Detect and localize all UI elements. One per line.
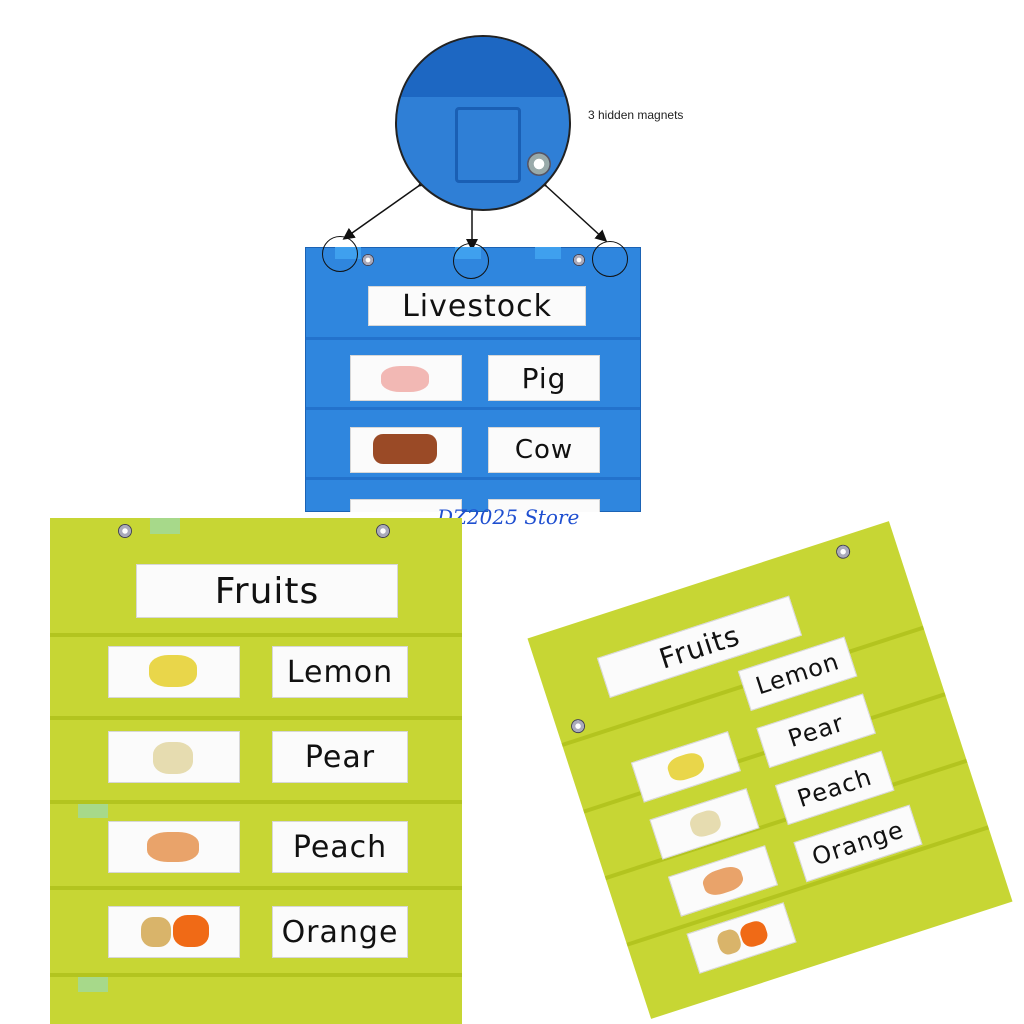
fruits-title: Fruits (214, 570, 320, 612)
peach-word-card: Peach (272, 821, 408, 873)
potato-picture (141, 917, 171, 947)
livestock-title: Livestock (402, 288, 552, 324)
grommet-icon (573, 254, 585, 266)
cow-picture-card (350, 427, 462, 473)
grommet-icon (569, 717, 587, 735)
orange-picture (737, 918, 770, 950)
lemon-word: Lemon (286, 654, 394, 690)
livestock-pocket-chart: Livestock Pig Cow (305, 247, 641, 512)
pig-word: Pig (521, 361, 567, 395)
livestock-title-card: Livestock (368, 286, 586, 326)
tilted-lemon-picture-card (630, 731, 741, 803)
lemon-picture (149, 655, 197, 687)
peach-word: Peach (292, 829, 388, 865)
lemon-picture (665, 749, 707, 784)
cow-word-card: Cow (488, 427, 600, 473)
peach-picture (700, 863, 746, 899)
orange-picture (173, 915, 209, 947)
cow-picture (373, 434, 437, 464)
fruits-pocket-chart: Fruits Lemon Pear Peach Orange (50, 518, 462, 1024)
pear-picture (153, 742, 193, 774)
pig-picture-card (350, 355, 462, 401)
tilted-peach-picture-card (667, 845, 778, 917)
grommet-icon (834, 542, 852, 561)
lemon-word-card: Lemon (272, 646, 408, 698)
pear-picture (687, 807, 724, 840)
tilted-lemon-word: Lemon (752, 647, 843, 701)
magnet-closeup (395, 35, 571, 211)
hidden-magnet-marker (453, 243, 489, 279)
pear-word-card: Pear (272, 731, 408, 783)
grommet-icon (118, 524, 132, 538)
tilted-orange-picture-card (686, 902, 797, 974)
lemon-picture-card (108, 646, 240, 698)
grommet-icon (527, 152, 551, 176)
magnet-caption: 3 hidden magnets (588, 108, 684, 122)
grommet-icon (362, 254, 374, 266)
tilted-pear-picture-card (649, 788, 760, 860)
tilted-fruits-title: Fruits (655, 618, 744, 676)
tilted-peach-word: Peach (793, 762, 876, 814)
orange-picture-card (108, 906, 240, 958)
pear-word: Pear (304, 739, 376, 775)
tilted-peach-word-card: Peach (774, 750, 895, 826)
hidden-magnet-marker (592, 241, 628, 277)
hidden-magnet-marker (322, 236, 358, 272)
peach-picture (147, 832, 199, 862)
pig-picture (381, 366, 429, 392)
orange-word-card: Orange (272, 906, 408, 958)
cow-word: Cow (514, 435, 574, 465)
tilted-pear-word: Pear (784, 708, 848, 753)
pig-word-card: Pig (488, 355, 600, 401)
tilted-orange-word: Orange (808, 815, 908, 872)
fruits-title-card: Fruits (136, 564, 398, 618)
partial-word-card (488, 499, 600, 512)
pear-picture-card (108, 731, 240, 783)
grommet-icon (376, 524, 390, 538)
peach-picture-card (108, 821, 240, 873)
tilted-pear-word-card: Pear (756, 693, 876, 769)
partial-picture-card (350, 499, 462, 512)
orange-word: Orange (281, 914, 399, 950)
